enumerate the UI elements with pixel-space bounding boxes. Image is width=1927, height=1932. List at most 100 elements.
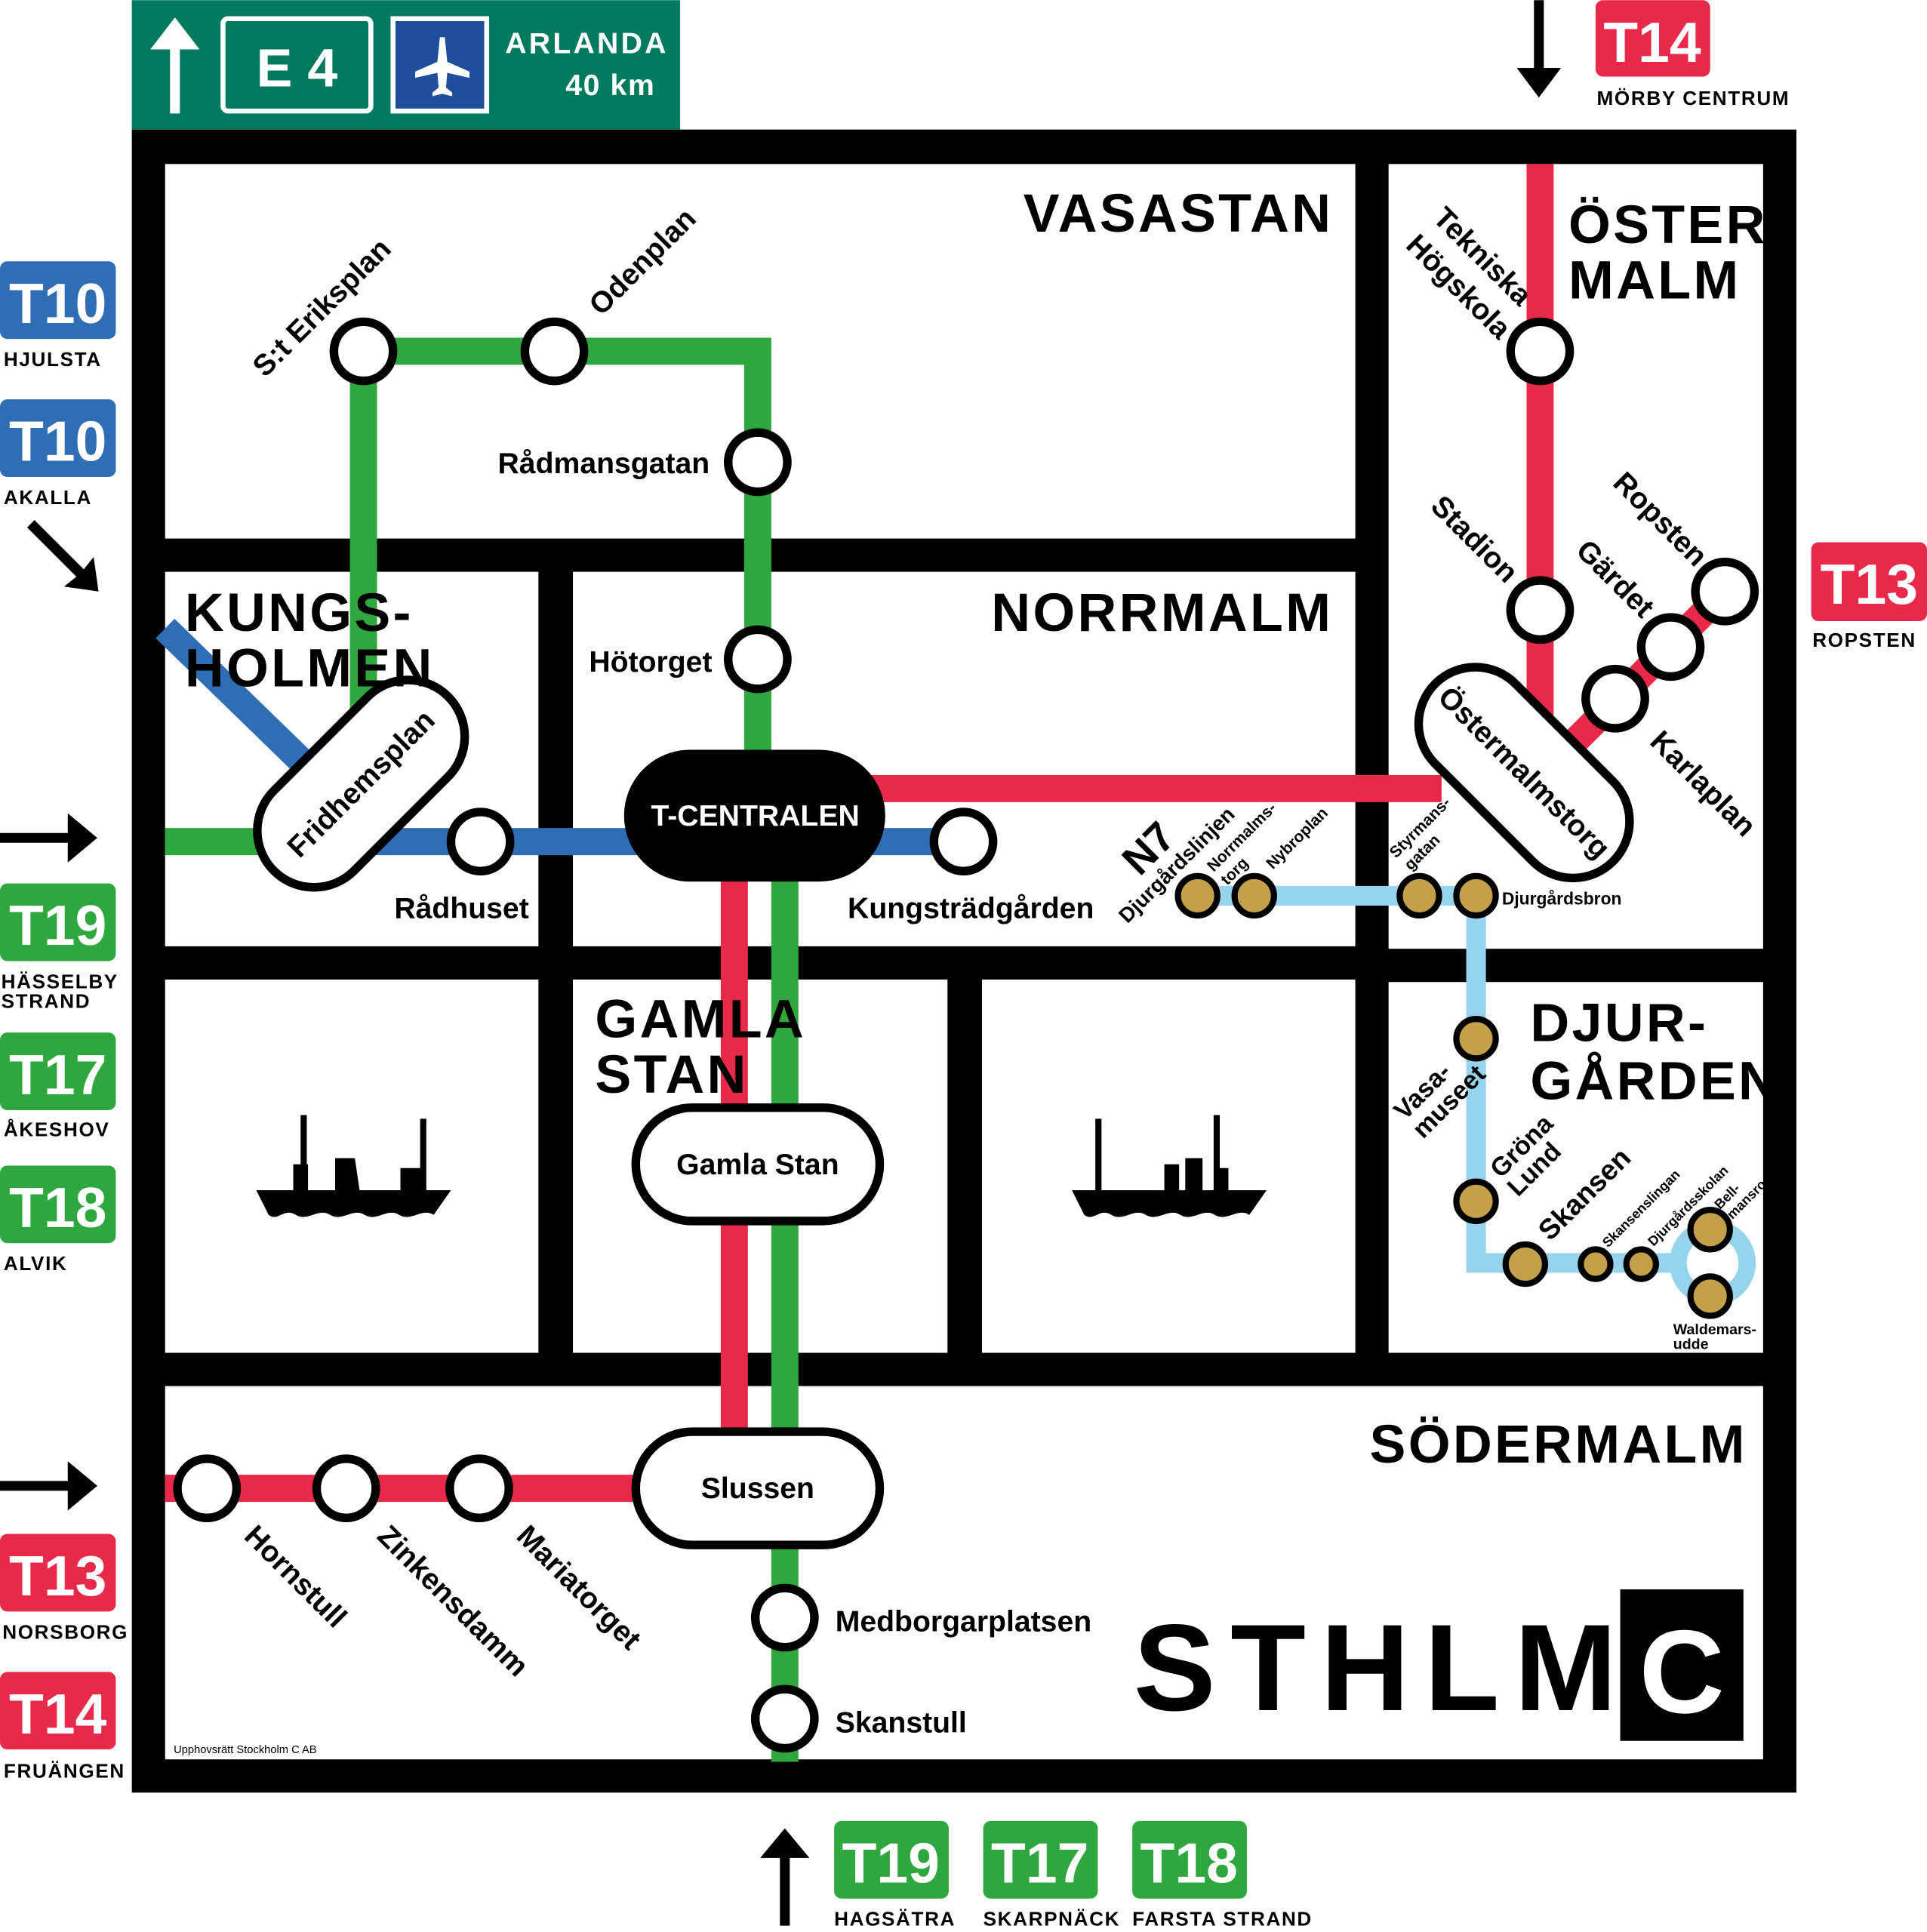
badge-t19-hasselby[interactable] xyxy=(0,883,116,961)
brand-wordmark: STHLM xyxy=(1134,1598,1632,1737)
tram-stop-normalmstorg[interactable] xyxy=(1174,872,1221,919)
station-gardet[interactable] xyxy=(1636,613,1705,681)
badge-line: T18 xyxy=(1141,1831,1238,1894)
arrow-right-icon xyxy=(0,813,97,863)
tram-stop-djurgardsskolan[interactable] xyxy=(1623,1246,1659,1282)
station-fridhemsplan[interactable] xyxy=(234,657,488,911)
badge-destination: SKARPNÄCK xyxy=(984,1908,1121,1930)
station-zinkensdamm[interactable] xyxy=(312,1454,380,1523)
tram-stop-djurgardsbron[interactable] xyxy=(1453,872,1499,919)
station-skanstull[interactable] xyxy=(750,1684,819,1753)
badge-destination: HJULSTA xyxy=(4,348,102,371)
arrow-up-icon xyxy=(760,1828,810,1926)
road-sign: E 4 ARLANDA 40 km xyxy=(131,0,681,130)
label-waldemarsudde: Waldemars- xyxy=(1673,1321,1756,1338)
stations xyxy=(173,317,1759,1753)
label-hotorget: Hötorget xyxy=(589,646,712,678)
station-radmansgatan[interactable] xyxy=(724,428,792,497)
station-kungstradgarden[interactable] xyxy=(929,808,998,876)
tram-stops xyxy=(1174,872,1733,1319)
station-stadion[interactable] xyxy=(1506,576,1575,645)
badge-destination: FARSTA STRAND xyxy=(1132,1908,1313,1930)
station-karlaplan[interactable] xyxy=(1581,664,1649,733)
tram-stop-skansenslingan[interactable] xyxy=(1578,1246,1614,1282)
brand-logo xyxy=(1620,1589,1744,1741)
badge-destination: HÄSSELBY xyxy=(2,970,119,992)
label-radhuset: Rådhuset xyxy=(394,892,528,924)
badge-t13-ropsten[interactable] xyxy=(1811,542,1927,621)
station-gamla-stan[interactable] xyxy=(631,1103,885,1226)
district-ostermalm-2: MALM xyxy=(1568,250,1741,310)
tram-stop-bellmansro[interactable] xyxy=(1687,1207,1733,1253)
badge-line: T14 xyxy=(1603,11,1701,74)
station-hornstull[interactable] xyxy=(173,1454,242,1523)
label-radmansgatan: Rådmansgatan xyxy=(498,448,710,480)
tram-stop-nybroplan[interactable] xyxy=(1231,872,1277,919)
station-ostermalmstorg[interactable] xyxy=(1395,644,1653,902)
district-kungsholmen: KUNGS- xyxy=(185,583,414,643)
badge-line: T19 xyxy=(842,1831,940,1894)
station-t-centralen[interactable] xyxy=(623,749,885,882)
badge-t17-skarpnack[interactable] xyxy=(983,1820,1098,1899)
station-st-eriksplan[interactable] xyxy=(329,317,398,386)
badge-line: T10 xyxy=(9,272,106,335)
ship-icon xyxy=(256,1115,451,1217)
station-tekniska-hogskola[interactable] xyxy=(1506,317,1575,386)
district-djurgarden: DJUR- xyxy=(1530,993,1708,1054)
station-slussen[interactable] xyxy=(631,1427,885,1549)
badge-line: T13 xyxy=(1821,552,1918,616)
badge-t18-farsta[interactable] xyxy=(1132,1820,1247,1899)
badge-t14-morby[interactable] xyxy=(1595,0,1710,77)
badge-t19-hagsatra[interactable] xyxy=(834,1820,949,1899)
tram-stop-grona-lund[interactable] xyxy=(1453,1178,1499,1224)
badge-destination: ROPSTEN xyxy=(1812,629,1916,651)
badge-line: T18 xyxy=(9,1176,106,1239)
station-radhuset[interactable] xyxy=(446,808,515,876)
tram-stop-vasamuseet[interactable] xyxy=(1453,1016,1499,1062)
badge-t10-akalla[interactable] xyxy=(0,399,116,477)
station-mariatorget[interactable] xyxy=(445,1454,513,1523)
arrow-up-icon xyxy=(150,17,200,114)
station-hotorget[interactable] xyxy=(724,625,792,694)
badge-t14-fruangen[interactable] xyxy=(0,1672,116,1750)
badge-line: T17 xyxy=(9,1043,106,1106)
badge-t17-akeshov[interactable] xyxy=(0,1032,116,1110)
label-djurgardsbron: Djurgårdsbron xyxy=(1502,888,1622,908)
station-medborgarplatsen[interactable] xyxy=(750,1583,819,1652)
badge-line: T13 xyxy=(9,1544,106,1607)
label-kungstradgarden: Kungsträdgården xyxy=(848,892,1094,924)
distance: 40 km xyxy=(565,69,655,102)
label-slussen: Slussen xyxy=(701,1472,814,1505)
badge-destination: NORSBORG xyxy=(2,1620,128,1643)
station-odenplan[interactable] xyxy=(520,317,589,386)
label-gamla-stan: Gamla Stan xyxy=(676,1149,839,1181)
badge-t10-hjulsta[interactable] xyxy=(0,261,116,340)
badge-t18-alvik[interactable] xyxy=(0,1165,116,1244)
district-djurgarden-2: GÅRDEN xyxy=(1530,1051,1780,1111)
badge-destination: HAGSÄTRA xyxy=(834,1908,956,1930)
label-medborgarplatsen: Medborgarplatsen xyxy=(836,1605,1091,1638)
badge-destination: MÖRBY CENTRUM xyxy=(1597,87,1790,109)
district-labels: VASASTAN ÖSTER- MALM KUNGS- HOLMEN NORRM… xyxy=(185,183,1786,1475)
tram-stop-skansen[interactable] xyxy=(1502,1241,1549,1287)
tram-stop-waldemarsudde[interactable] xyxy=(1687,1273,1733,1319)
district-vasastan: VASASTAN xyxy=(1024,183,1333,244)
airport-icon xyxy=(415,37,469,97)
red-line xyxy=(165,164,1735,1503)
arrow-right-icon xyxy=(0,1461,97,1511)
station-ropsten[interactable] xyxy=(1691,557,1759,626)
brand-logo-letter: C xyxy=(1639,1606,1725,1738)
tram-stop-styrmansgatan[interactable] xyxy=(1396,872,1442,919)
badge-t13-norsborg[interactable] xyxy=(0,1534,116,1612)
arrow-down-right-icon xyxy=(26,520,99,592)
copyright: Upphovsrätt Stockholm C AB xyxy=(174,1744,317,1756)
destination: ARLANDA xyxy=(505,27,668,60)
badge-destination: ALVIK xyxy=(4,1252,68,1275)
badge-line: T14 xyxy=(9,1682,107,1746)
ship-icon xyxy=(1072,1115,1267,1217)
district-gamla-stan-2: STAN xyxy=(595,1044,748,1105)
badge-line: T17 xyxy=(991,1831,1088,1894)
badge-line: T19 xyxy=(9,894,106,957)
